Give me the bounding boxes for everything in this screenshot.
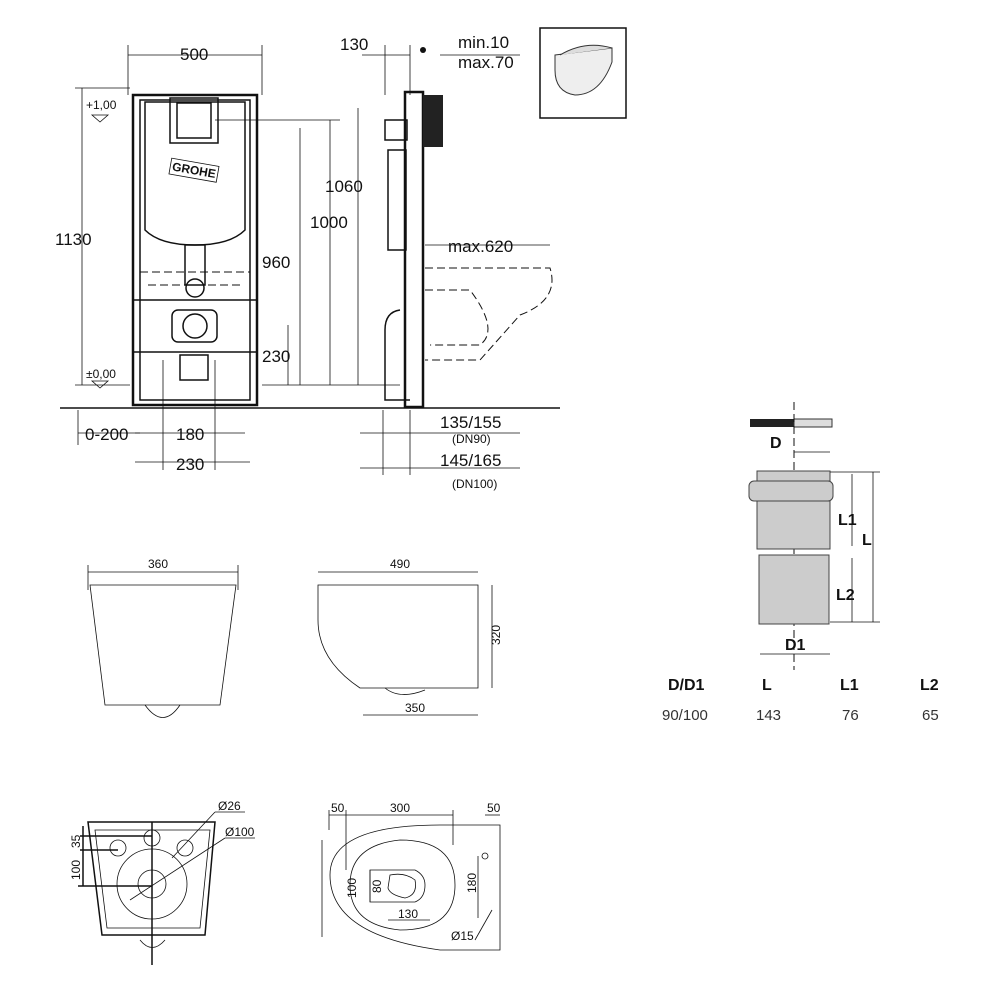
max-70: max.70 xyxy=(458,53,514,72)
bowl-side-view: 490 320 350 xyxy=(317,557,503,716)
dia-15: Ø15 xyxy=(451,929,474,943)
dim-50-left: 50 xyxy=(331,801,345,815)
dia-100: Ø100 xyxy=(225,825,255,839)
label-l1: L1 xyxy=(838,512,857,529)
dim-100-top: 100 xyxy=(345,878,359,898)
dim-135-155: 135/155 xyxy=(440,413,501,432)
dim-300: 300 xyxy=(390,801,410,815)
dim-180: 180 xyxy=(176,425,204,444)
max-620: max.620 xyxy=(448,237,513,256)
installation-side-view: 130 min.10 max.70 1060 max.620 135/155 (… xyxy=(325,33,553,491)
pipe-connector-drawing: D L1 L L2 D1 xyxy=(748,402,880,670)
dn100-label: (DN100) xyxy=(452,477,497,491)
header-d-d1: D/D1 xyxy=(668,677,705,694)
min-10: min.10 xyxy=(458,33,509,52)
header-l2: L2 xyxy=(920,677,939,694)
dim-50-right: 50 xyxy=(487,801,501,815)
level-zero: ±0,00 xyxy=(86,367,116,381)
dim-960: 960 xyxy=(262,253,290,272)
dim-145-165: 145/165 xyxy=(440,451,501,470)
dn90-label: (DN90) xyxy=(452,432,491,446)
header-l1: L1 xyxy=(840,677,859,694)
bowl-front-view: 360 xyxy=(87,557,239,718)
installation-frame-front-view: 500 GROHE 1130 +1,00 ±0,00 960 1000 2 xyxy=(55,45,560,474)
pipe-spec-table: D/D1 L L1 L2 90/100 143 76 65 xyxy=(662,677,939,724)
dim-35: 35 xyxy=(69,834,83,848)
label-l2: L2 xyxy=(836,587,855,604)
label-d1: D1 xyxy=(785,637,806,654)
dim-500: 500 xyxy=(180,45,208,64)
value-l2: 65 xyxy=(922,707,939,724)
dim-1000: 1000 xyxy=(310,213,348,232)
label-l: L xyxy=(862,532,872,549)
value-l: 143 xyxy=(756,707,781,724)
bowl-top-view: 50 300 50 100 80 130 180 Ø15 xyxy=(321,801,501,951)
dim-360: 360 xyxy=(148,557,168,571)
dim-0-200: 0-200 xyxy=(85,425,128,444)
value-l1: 76 xyxy=(842,707,859,724)
dim-230: 230 xyxy=(262,347,290,366)
dim-230-bottom: 230 xyxy=(176,455,204,474)
dim-1130: 1130 xyxy=(55,230,92,249)
toilet-thumbnail xyxy=(539,27,627,119)
dim-490: 490 xyxy=(390,557,410,571)
dim-180: 180 xyxy=(465,873,479,893)
dim-1060: 1060 xyxy=(325,177,363,196)
dim-350: 350 xyxy=(405,701,425,715)
value-d-d1: 90/100 xyxy=(662,707,708,724)
grohe-logo: GROHE xyxy=(171,159,217,180)
bowl-rear-view: Ø26 Ø100 35 100 xyxy=(69,799,255,965)
level-plus-1: +1,00 xyxy=(86,98,117,112)
dim-100-rear: 100 xyxy=(69,860,83,880)
dim-80: 80 xyxy=(370,879,384,893)
dim-320: 320 xyxy=(489,625,503,645)
label-d: D xyxy=(770,435,782,452)
dim-130: 130 xyxy=(340,35,368,54)
dia-26: Ø26 xyxy=(218,799,241,813)
header-l: L xyxy=(762,677,772,694)
dim-130-top: 130 xyxy=(398,907,418,921)
